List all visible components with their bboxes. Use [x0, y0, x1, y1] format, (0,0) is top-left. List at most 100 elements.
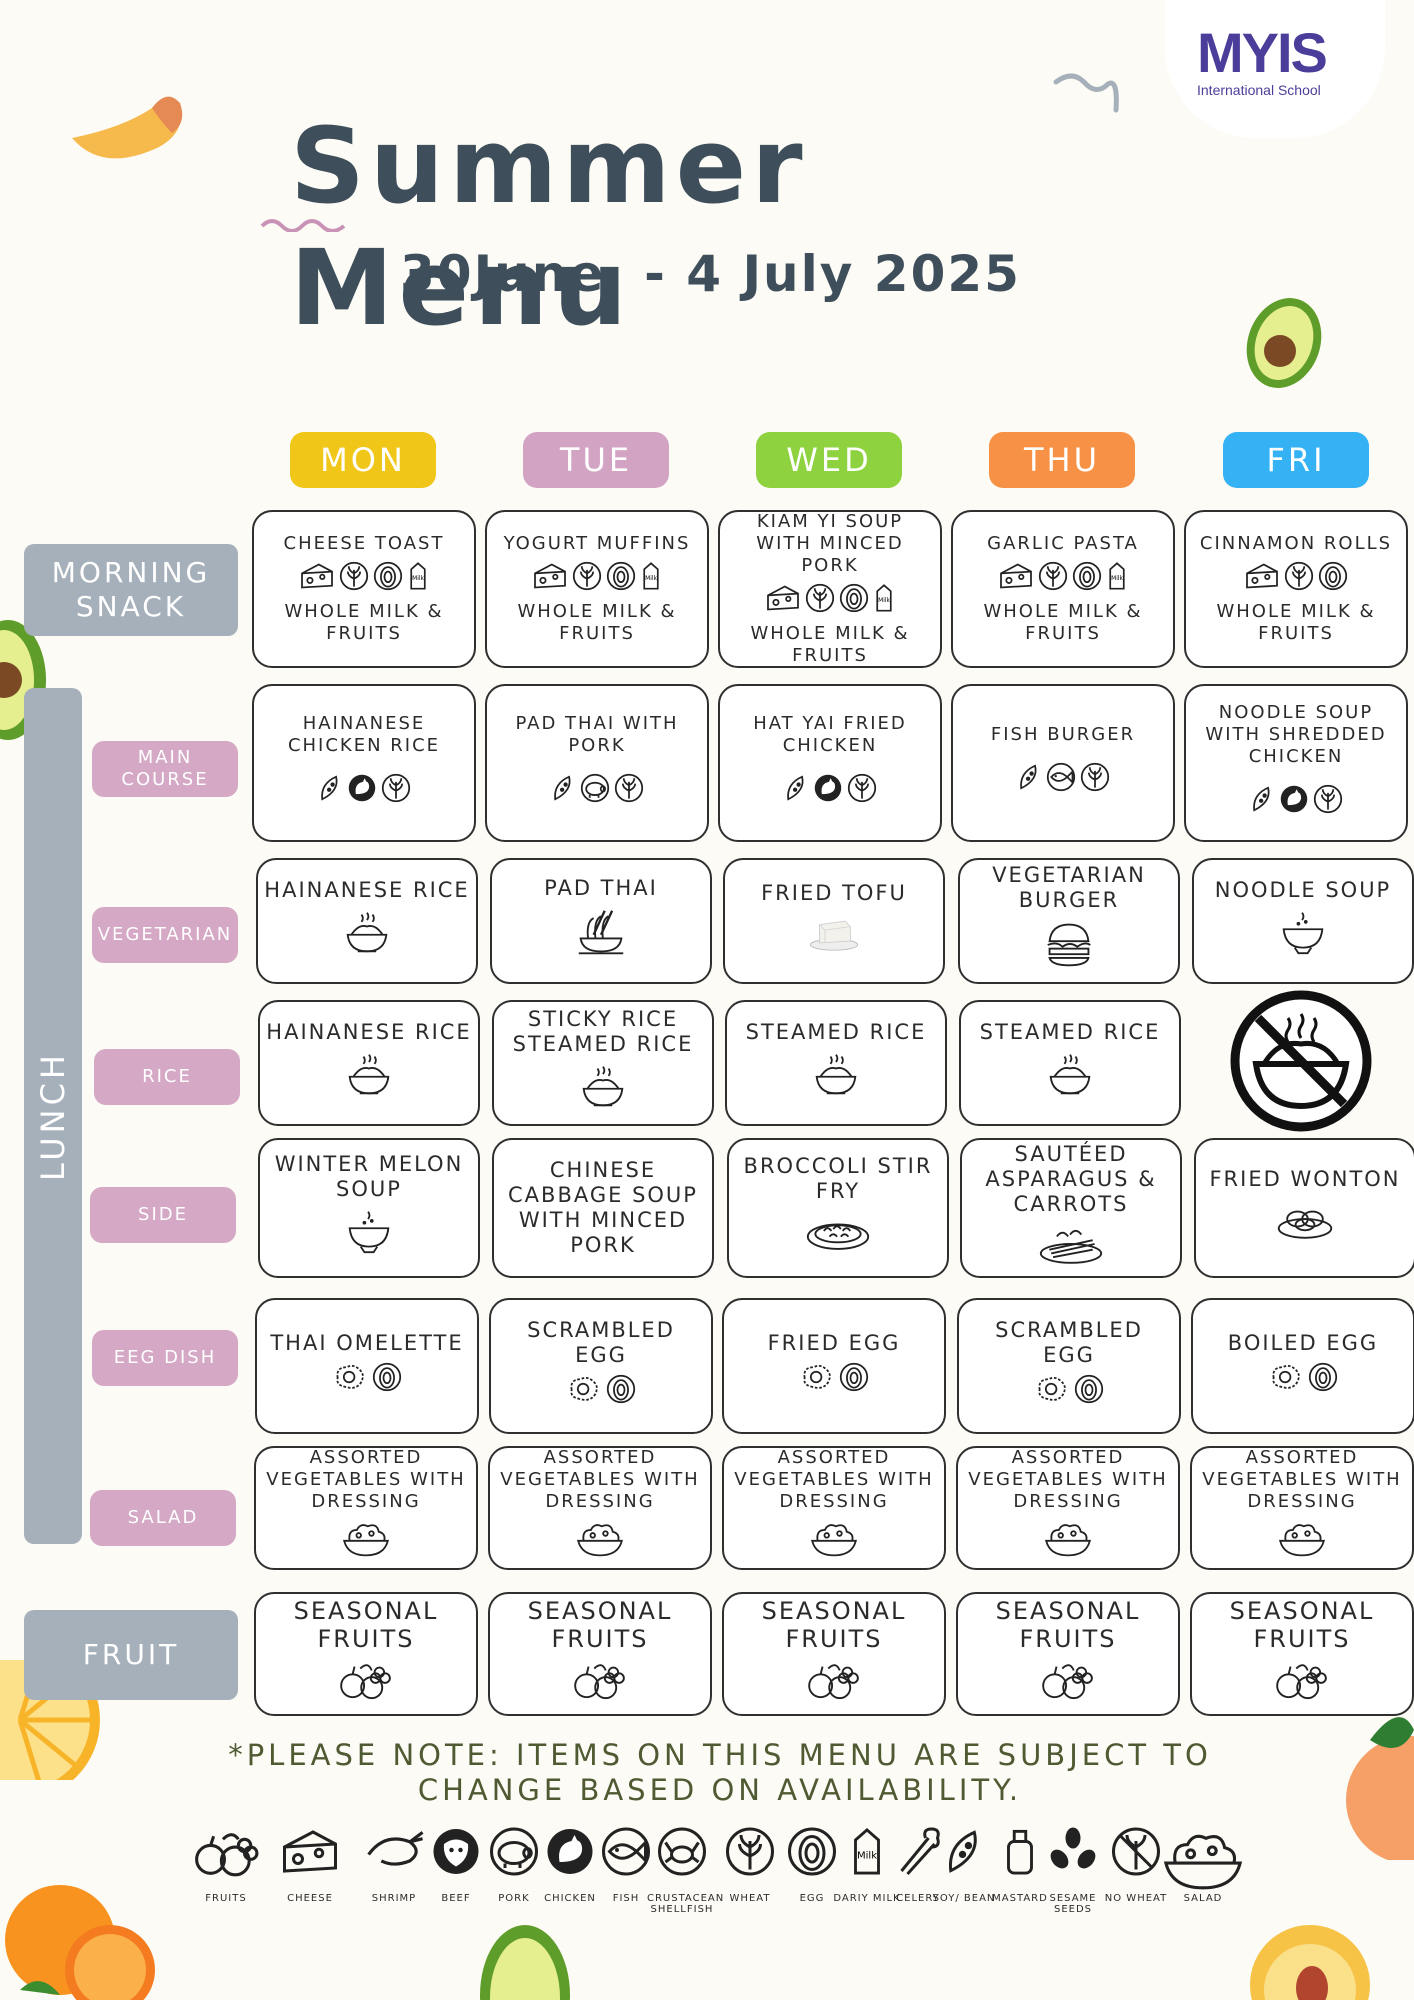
- section-fruit: FRUIT: [24, 1610, 238, 1700]
- fish-icon: [601, 1826, 652, 1884]
- legend-label: FRUITS: [205, 1893, 247, 1904]
- menu-cell-fruit: SEASONAL FRUITS: [956, 1592, 1180, 1716]
- egg-icon: [373, 561, 403, 595]
- fried-egg-icon: [1034, 1374, 1070, 1408]
- squiggle-decoration: [260, 219, 346, 232]
- dish-name: SAUTÉED ASPARAGUS & CARROTS: [985, 1141, 1157, 1216]
- peach-decoration: [1250, 1925, 1370, 2000]
- availability-note: *PLEASE NOTE: ITEMS ON THIS MENU ARE SUB…: [228, 1738, 1212, 1807]
- burger-icon: [1044, 919, 1094, 973]
- legend-item: [486, 1826, 542, 1876]
- dish-name: STICKY RICE STEAMED RICE: [512, 1007, 694, 1056]
- menu-cell-side: FRIED WONTON: [1194, 1138, 1414, 1278]
- pork-icon: [489, 1826, 540, 1884]
- menu-cell-rice: HAINANESE RICE: [258, 1000, 480, 1126]
- legend-label: FISH: [612, 1893, 640, 1904]
- dish-name: ASSORTED VEGETABLES WITH DRESSING: [734, 1447, 934, 1512]
- day-header-thu: THU: [989, 432, 1135, 488]
- wheat-icon: [725, 1826, 776, 1884]
- section-label: MAIN COURSE: [121, 747, 209, 790]
- fish-icon: [1046, 762, 1076, 796]
- mustard-icon: [1001, 1826, 1038, 1884]
- dish-name: SEASONAL FRUITS: [761, 1597, 907, 1653]
- soup-bowl-icon: [1278, 909, 1328, 959]
- dish-name: CHINESE CABBAGE SOUP WITH MINCED PORK: [508, 1158, 698, 1257]
- day-header-wed: WED: [756, 432, 902, 488]
- fruits-icon: [192, 1826, 260, 1887]
- peach-slice-decoration: [72, 96, 183, 159]
- fried-egg-icon: [566, 1374, 602, 1408]
- drink-name: WHOLE MILK & FRUITS: [750, 623, 910, 666]
- menu-cell-salad: ASSORTED VEGETABLES WITH DRESSING: [956, 1446, 1180, 1570]
- legend-label: WHEAT: [729, 1893, 771, 1904]
- dish-name: FRIED WONTON: [1209, 1166, 1401, 1191]
- egg-icon: [606, 1374, 636, 1408]
- noodle-icon: [573, 907, 629, 961]
- fried-egg-icon: [332, 1362, 368, 1396]
- menu-dates: 30June - 4 July 2025: [400, 245, 1021, 303]
- svg-text:Milk: Milk: [857, 1851, 877, 1862]
- wheat-icon: [1038, 561, 1068, 595]
- milk-icon: Milk: [640, 561, 662, 595]
- chicken-icon: [545, 1826, 596, 1884]
- dish-name: SCRAMBLED EGG: [995, 1318, 1143, 1367]
- menu-cell-main-course: HAT YAI FRIED CHICKEN: [718, 684, 942, 842]
- soybean-icon: [942, 1826, 986, 1884]
- section-label: SALAD: [127, 1507, 199, 1528]
- menu-cell-egg-dish: FRIED EGG: [722, 1298, 946, 1434]
- salad-icon: [1155, 1826, 1250, 1901]
- menu-cell-salad: ASSORTED VEGETABLES WITH DRESSING: [1190, 1446, 1414, 1570]
- cheese-icon: [279, 1826, 340, 1884]
- legend-label: NO WHEAT: [1104, 1893, 1168, 1904]
- legend-item: Milk: [839, 1826, 895, 1875]
- legend-label: SHRIMP: [371, 1893, 417, 1904]
- dish-name: THAI OMELETTE: [270, 1330, 464, 1355]
- fruits-cell-icon: [337, 1659, 395, 1705]
- menu-cell-salad: ASSORTED VEGETABLES WITH DRESSING: [254, 1446, 478, 1570]
- tofu-icon: [806, 912, 862, 956]
- legend-label: CHICKEN: [544, 1893, 596, 1904]
- dish-name: FISH BURGER: [990, 724, 1136, 745]
- soybean-icon: [1016, 762, 1042, 796]
- dish-name: HAINANESE RICE: [266, 1019, 472, 1044]
- wheat-icon: [1313, 784, 1343, 818]
- dish-name: ASSORTED VEGETABLES WITH DRESSING: [1202, 1447, 1402, 1512]
- legend-item: [195, 1826, 259, 1877]
- menu-cell-fruit: SEASONAL FRUITS: [722, 1592, 946, 1716]
- svg-text:Milk: Milk: [1111, 576, 1123, 582]
- section-lunch: LUNCH: [34, 1051, 72, 1181]
- section-side: SIDE: [90, 1187, 236, 1243]
- drink-name: WHOLE MILK & FRUITS: [284, 601, 444, 644]
- dish-name: VEGETARIAN BURGER: [992, 863, 1146, 912]
- fruits-cell-icon: [1039, 1659, 1097, 1705]
- beef-icon: [431, 1826, 482, 1884]
- no-rice-icon: [1230, 990, 1372, 1132]
- legend-label: EGG: [799, 1893, 825, 1904]
- cheese-icon: [299, 561, 335, 595]
- chicken-icon: [1279, 784, 1309, 818]
- avocado-decoration: [1246, 298, 1322, 388]
- menu-cell-rice: STEAMED RICE: [959, 1000, 1181, 1126]
- menu-cell-main-course: FISH BURGER: [951, 684, 1175, 842]
- svg-text:Milk: Milk: [878, 598, 890, 604]
- menu-cell-main-course: HAINANESE CHICKEN RICE: [252, 684, 476, 842]
- legend-item: [542, 1826, 598, 1874]
- section-vegetarian: VEGETARIAN: [92, 907, 238, 963]
- crab-icon: [657, 1826, 708, 1884]
- dish-name: FRIED EGG: [767, 1330, 901, 1355]
- dish-name: HAT YAI FRIED CHICKEN: [753, 713, 907, 756]
- dish-name: ASSORTED VEGETABLES WITH DRESSING: [500, 1447, 700, 1512]
- egg-icon: [839, 1362, 869, 1396]
- wonton-icon: [1275, 1198, 1335, 1244]
- milk-icon: Milk: [407, 561, 429, 595]
- legend-label: BEEF: [441, 1893, 471, 1904]
- section-label: RICE: [142, 1066, 192, 1087]
- salad-icon: [338, 1519, 394, 1563]
- legend-item: [784, 1826, 840, 1876]
- menu-cell-salad: ASSORTED VEGETABLES WITH DRESSING: [722, 1446, 946, 1570]
- dish-name: SEASONAL FRUITS: [995, 1597, 1141, 1653]
- menu-cell-egg-dish: SCRAMBLED EGG: [489, 1298, 713, 1434]
- dish-name: FRIED TOFU: [761, 880, 907, 905]
- dish-name: SEASONAL FRUITS: [527, 1597, 673, 1653]
